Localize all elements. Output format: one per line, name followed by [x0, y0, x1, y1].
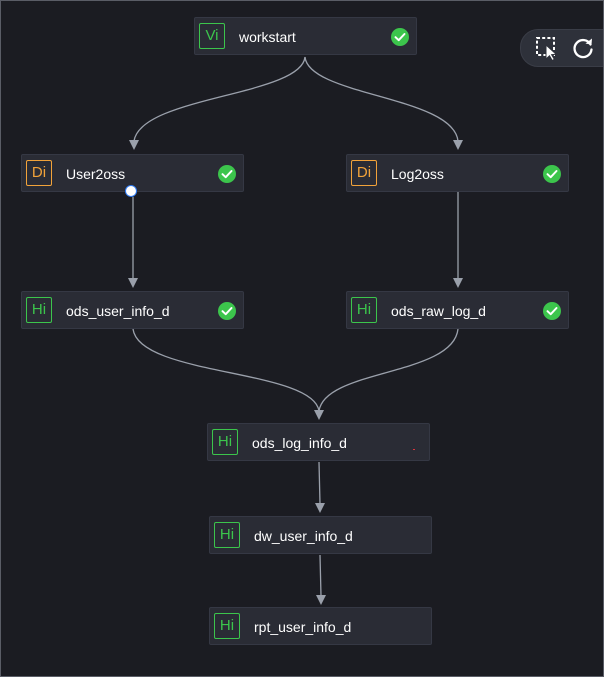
node-dw-user-info-d[interactable]: Hi dw_user_info_d: [209, 516, 432, 554]
node-label: ods_user_info_d: [66, 303, 170, 319]
edge-arrow: [453, 278, 463, 288]
success-check-icon: [218, 302, 236, 320]
error-marker: [413, 449, 415, 450]
hive-type-icon: Hi: [212, 429, 238, 455]
canvas-toolbar: [520, 29, 603, 67]
edge-workstart-log2oss: [304, 56, 459, 142]
edge-ods-raw-log-d-ods-log-info-d: [318, 328, 459, 412]
node-ods-log-info-d[interactable]: Hi ods_log_info_d: [207, 423, 430, 461]
edge-arrow: [315, 503, 325, 513]
edge-ods-log-info-d-dw-user-info-d: [318, 461, 321, 505]
box-select-icon[interactable]: [533, 34, 561, 62]
edge-arrow: [316, 595, 326, 605]
edge-arrow: [314, 410, 324, 420]
success-check-icon: [218, 165, 236, 183]
node-label: Log2oss: [391, 166, 444, 182]
node-workstart[interactable]: Vi workstart: [194, 17, 417, 55]
node-label: rpt_user_info_d: [254, 619, 352, 635]
edge-arrow: [129, 140, 139, 150]
node-rpt-user-info-d[interactable]: Hi rpt_user_info_d: [209, 607, 432, 645]
virtual-node-type-icon: Vi: [199, 23, 225, 49]
hive-type-icon: Hi: [351, 297, 377, 323]
edge-dw-user-info-d-rpt-user-info-d: [319, 554, 322, 597]
success-check-icon: [543, 165, 561, 183]
output-port[interactable]: [125, 185, 137, 197]
node-ods-user-info-d[interactable]: Hi ods_user_info_d: [21, 291, 244, 329]
data-integration-type-icon: Di: [351, 160, 377, 186]
data-integration-type-icon: Di: [26, 160, 52, 186]
edge-ods-user-info-d-ods-log-info-d: [132, 328, 320, 412]
node-log2oss[interactable]: Di Log2oss: [346, 154, 569, 192]
node-label: workstart: [239, 29, 296, 45]
hive-type-icon: Hi: [26, 297, 52, 323]
node-ods-raw-log-d[interactable]: Hi ods_raw_log_d: [346, 291, 569, 329]
node-label: ods_raw_log_d: [391, 303, 486, 319]
node-label: dw_user_info_d: [254, 528, 353, 544]
node-user2oss[interactable]: Di User2oss: [21, 154, 244, 192]
success-check-icon: [391, 28, 409, 46]
refresh-icon[interactable]: [569, 34, 597, 62]
node-label: ods_log_info_d: [252, 435, 347, 451]
edge-workstart-user2oss: [133, 56, 306, 142]
node-label: User2oss: [66, 166, 126, 182]
hive-type-icon: Hi: [214, 613, 240, 639]
success-check-icon: [543, 302, 561, 320]
edge-arrow: [453, 140, 463, 150]
hive-type-icon: Hi: [214, 522, 240, 548]
edge-arrow: [128, 278, 138, 288]
